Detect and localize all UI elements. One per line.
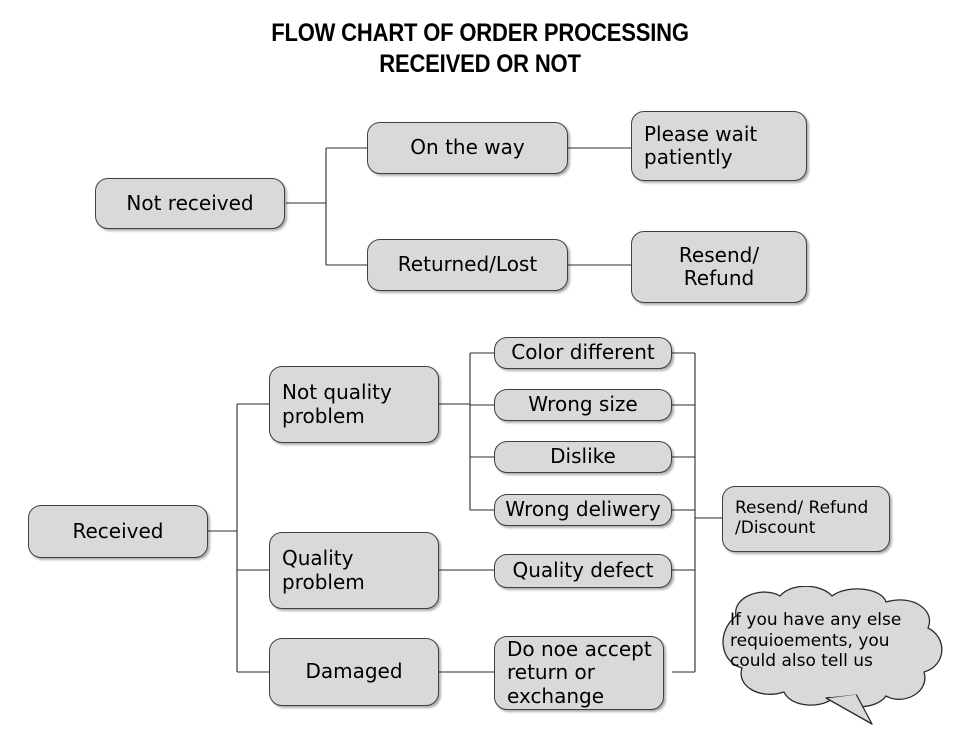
node-wrong-size[interactable]: Wrong size <box>494 389 672 421</box>
callout-bubble[interactable]: If you have any else requioements, you c… <box>706 586 954 730</box>
callout-text: If you have any else requioements, you c… <box>730 610 902 672</box>
node-quality-defect[interactable]: Quality defect <box>494 554 672 588</box>
node-color-different-label: Color different <box>511 340 655 365</box>
node-please-wait-patiently-label: Please wait patiently <box>644 121 758 169</box>
node-damaged[interactable]: Damaged <box>269 638 439 706</box>
node-not-quality-problem-label: Not quality problem <box>282 380 392 428</box>
node-returned-lost-label: Returned/Lost <box>397 252 538 277</box>
node-please-wait-patiently[interactable]: Please wait patiently <box>631 111 807 181</box>
node-quality-defect-label: Quality defect <box>512 558 654 583</box>
node-damaged-label: Damaged <box>305 659 403 684</box>
node-resend-refund-discount-label: Resend/ Refund /Discount <box>735 498 869 538</box>
node-resend-refund-discount[interactable]: Resend/ Refund /Discount <box>722 486 890 552</box>
node-not-received[interactable]: Not received <box>95 178 285 229</box>
node-resend-refund[interactable]: Resend/ Refund <box>631 231 807 303</box>
node-quality-problem[interactable]: Quality problem <box>269 532 439 609</box>
node-returned-lost[interactable]: Returned/Lost <box>367 239 568 291</box>
node-quality-problem-label: Quality problem <box>282 546 365 594</box>
node-wrong-deliwery-label: Wrong deliwery <box>505 497 661 522</box>
node-on-the-way-label: On the way <box>410 135 525 160</box>
node-on-the-way[interactable]: On the way <box>367 122 568 174</box>
node-resend-refund-label: Resend/ Refund <box>678 242 760 290</box>
node-wrong-size-label: Wrong size <box>528 392 638 417</box>
node-dislike-label: Dislike <box>550 444 616 469</box>
node-color-different[interactable]: Color different <box>494 337 672 369</box>
node-received-label: Received <box>72 518 164 543</box>
node-wrong-deliwery[interactable]: Wrong deliwery <box>494 494 672 526</box>
node-dislike[interactable]: Dislike <box>494 441 672 473</box>
node-received[interactable]: Received <box>28 505 208 558</box>
node-not-quality-problem[interactable]: Not quality problem <box>269 366 439 443</box>
page-title: FLOW CHART OF ORDER PROCESSING RECEIVED … <box>271 19 689 78</box>
node-do-not-accept-return-or-exchange[interactable]: Do noe accept return or exchange <box>494 636 664 710</box>
node-do-not-accept-return-or-exchange-label: Do noe accept return or exchange <box>507 636 652 708</box>
node-not-received-label: Not received <box>126 190 254 215</box>
callout-shape <box>722 586 943 725</box>
